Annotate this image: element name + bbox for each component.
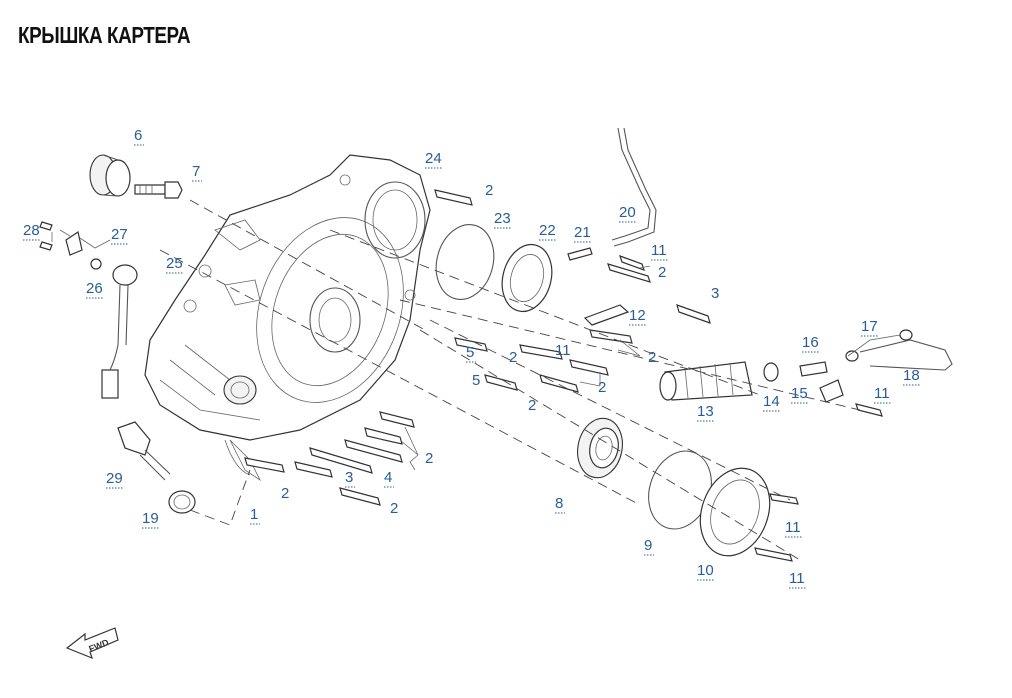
callout-16: 16	[802, 334, 819, 351]
callout-2: 2	[658, 264, 666, 281]
part-6-bushing	[89, 154, 131, 197]
callout-15: 15	[791, 385, 808, 402]
callout-28: 28	[23, 222, 40, 239]
callout-22: 22	[539, 222, 556, 239]
leader-lines	[51, 229, 901, 471]
part-7-bolt	[134, 181, 183, 199]
callout-26: 26	[86, 280, 103, 297]
part-20-hose	[611, 127, 657, 247]
part-27-bracket	[65, 231, 83, 256]
part-17-clip	[845, 329, 913, 362]
part-19-o-ring	[168, 490, 196, 514]
part-13-boot	[659, 361, 753, 401]
assembly-lines	[159, 199, 861, 561]
callout-23: 23	[494, 210, 511, 227]
callout-11: 11	[874, 385, 890, 402]
callout-2: 2	[281, 485, 289, 502]
part-28-screws	[39, 221, 53, 251]
callout-2: 2	[509, 349, 517, 366]
part-25-sensor	[101, 264, 138, 399]
callout-5: 5	[472, 372, 480, 389]
callout-14: 14	[763, 393, 780, 410]
callout-18: 18	[903, 367, 920, 384]
callout-27: 27	[111, 226, 128, 243]
page-title: КРЫШКА КАРТЕРА	[18, 22, 191, 48]
callout-11: 11	[651, 242, 667, 259]
callout-1: 1	[250, 506, 258, 523]
callout-12: 12	[629, 307, 646, 324]
callout-3-bolt: 3	[711, 285, 719, 302]
callout-underlines	[23, 144, 921, 589]
part-21-fitting	[567, 247, 593, 261]
part-14-clamp	[763, 362, 779, 382]
bolts-group	[244, 189, 883, 562]
callout-5: 5	[466, 344, 474, 361]
part-15-bracket	[819, 379, 844, 403]
callout-21: 21	[574, 224, 591, 241]
part-12-plate	[583, 304, 630, 326]
part-29-dipstick	[117, 421, 171, 481]
callout-29: 29	[106, 470, 123, 487]
callout-2: 2	[425, 450, 433, 467]
crankcase-cover	[144, 154, 431, 482]
callout-2: 2	[598, 379, 606, 396]
callout-2: 2	[528, 397, 536, 414]
callout-6: 6	[134, 127, 142, 144]
callout-labels: 1 3 4 5 6 7 8 9 10 11 12 13 14 15 16 17 …	[23, 127, 920, 587]
callout-9: 9	[644, 537, 652, 554]
callout-20: 20	[619, 204, 636, 221]
part-16-nipple	[799, 361, 828, 377]
callout-24: 24	[425, 150, 442, 167]
part-8-bearing	[577, 417, 623, 479]
part-22-cover	[501, 243, 553, 313]
callout-19: 19	[142, 510, 159, 527]
callout-2: 2	[485, 182, 493, 199]
part-23-gasket	[435, 224, 495, 300]
callout-7: 7	[192, 163, 200, 180]
callout-11: 11	[555, 342, 571, 359]
part-10-cover	[699, 467, 771, 557]
callout-17: 17	[861, 318, 878, 335]
fwd-arrow-icon: FWD	[65, 627, 119, 660]
callout-11: 11	[789, 570, 805, 587]
callout-10: 10	[697, 562, 714, 579]
part-18-hose	[859, 339, 953, 371]
callout-2: 2	[648, 349, 656, 366]
callout-13: 13	[697, 403, 714, 420]
part-26-washer	[90, 258, 102, 270]
callout-2: 2	[390, 500, 398, 517]
callout-3: 3	[345, 469, 353, 486]
callout-25: 25	[166, 255, 183, 272]
callout-11: 11	[785, 519, 801, 536]
callout-4: 4	[384, 469, 392, 486]
callout-8: 8	[555, 495, 563, 512]
